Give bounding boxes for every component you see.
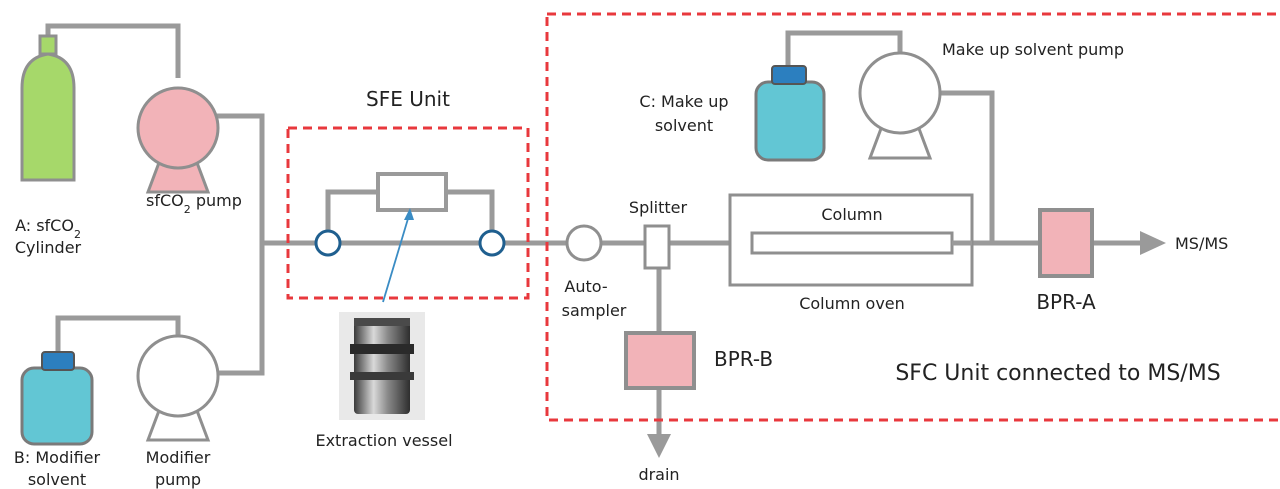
vessel-pointer-line	[382, 211, 411, 303]
valve-left	[314, 229, 342, 257]
vessel-pointer-arrowhead	[404, 208, 414, 220]
modifier-pump	[136, 334, 220, 418]
column	[750, 231, 954, 255]
label-bpr-b: BPR-B	[714, 347, 773, 371]
cylinder-valve	[38, 34, 58, 56]
label-makeup-solvent-line2: solvent	[655, 116, 713, 135]
label-modifier-pump-line2: pump	[155, 470, 201, 489]
label-bpr-a: BPR-A	[1036, 290, 1096, 314]
pipe-modifier-solvent-to-pump	[55, 315, 181, 352]
sfco2-pump	[136, 86, 220, 170]
pipe-modifier-pump-to-mix	[212, 243, 265, 376]
label-sfco2-pump: sfCO2 pump	[146, 191, 242, 216]
sfco2-cylinder	[20, 52, 76, 182]
label-solvent-b-line1: B: Modifier	[14, 448, 101, 467]
label-column-oven: Column oven	[799, 294, 905, 313]
label-column: Column	[821, 205, 882, 224]
label-makeup-solvent-line1: C: Make up	[639, 92, 728, 111]
drain-arrowhead	[647, 434, 671, 458]
modifier-solvent-bottle	[20, 366, 94, 446]
label-msms: MS/MS	[1175, 234, 1228, 253]
label-makeup-pump: Make up solvent pump	[942, 40, 1124, 59]
label-modifier-pump-line1: Modifier	[146, 448, 211, 467]
splitter	[643, 224, 671, 270]
makeup-solvent-bottle	[754, 80, 826, 162]
valve-right	[478, 229, 506, 257]
pipe-pump-to-mix	[212, 113, 265, 243]
sfc-unit-box	[545, 12, 1280, 422]
extraction-vessel-symbol	[376, 172, 448, 212]
bpr-a	[1038, 208, 1094, 278]
pipe-sfe-vessel-loop	[325, 189, 495, 231]
modifier-bottle-cap	[41, 351, 75, 371]
label-cylinder-a-line2: Cylinder	[15, 238, 82, 257]
extraction-vessel-photo	[339, 312, 425, 420]
label-sfc-unit: SFC Unit connected to MS/MS	[895, 361, 1220, 386]
autosampler	[565, 224, 603, 262]
label-splitter: Splitter	[629, 198, 688, 217]
label-autosampler-line2: sampler	[562, 301, 627, 320]
makeup-bottle-cap	[771, 65, 807, 85]
label-sfe-unit: SFE Unit	[366, 87, 450, 111]
pipe-makeup-pump-to-main	[940, 90, 995, 243]
pipe-makeup-solvent-to-pump	[785, 30, 903, 68]
bpr-b	[624, 331, 696, 390]
label-cylinder-a: A: sfCO2	[15, 216, 81, 241]
label-drain: drain	[638, 465, 679, 484]
msms-arrowhead	[1140, 231, 1166, 255]
label-autosampler-line1: Auto-	[564, 277, 607, 296]
label-extraction-vessel: Extraction vessel	[315, 431, 452, 450]
label-solvent-b-line2: solvent	[28, 470, 86, 489]
sfe-unit-box	[286, 126, 530, 300]
makeup-pump	[858, 51, 942, 135]
